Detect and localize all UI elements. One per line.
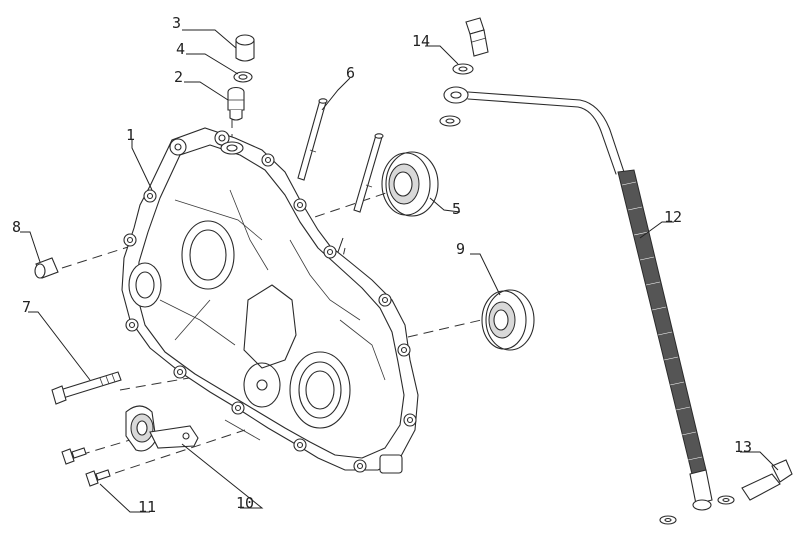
callout-14: 14 xyxy=(412,32,430,50)
callout-4: 4 xyxy=(176,40,185,58)
callout-labels: 3 4 2 1 6 14 5 8 9 7 12 13 10 11 xyxy=(12,14,752,516)
callout-11: 11 xyxy=(138,498,156,516)
callout-13: 13 xyxy=(734,438,752,456)
leader-lines xyxy=(20,29,779,513)
callout-9: 9 xyxy=(456,240,465,258)
part-12-oil-hose xyxy=(443,86,713,511)
callout-5: 5 xyxy=(452,200,461,218)
part-11-bolts xyxy=(61,447,111,487)
part-3-cap xyxy=(235,34,255,62)
callout-10: 10 xyxy=(236,494,254,512)
part-14-banjo-bolt xyxy=(439,17,489,127)
part-13-fitting xyxy=(659,459,793,525)
part-4-o-ring xyxy=(233,71,253,83)
callout-6: 6 xyxy=(346,64,355,82)
part-7-bolt xyxy=(51,371,122,405)
callout-3: 3 xyxy=(172,14,181,32)
part-2-plug xyxy=(227,86,245,121)
part-5-bearing xyxy=(381,151,439,217)
callout-2: 2 xyxy=(174,68,183,86)
part-10-bracket xyxy=(125,405,199,452)
part-6-dowel-pins xyxy=(297,98,384,213)
callout-7: 7 xyxy=(22,298,31,316)
crankcase-half xyxy=(121,127,419,474)
callout-8: 8 xyxy=(12,218,21,236)
part-9-bearing xyxy=(481,289,535,351)
callout-1: 1 xyxy=(126,126,135,144)
callout-12: 12 xyxy=(664,208,682,226)
part-8-bushing xyxy=(34,257,59,279)
